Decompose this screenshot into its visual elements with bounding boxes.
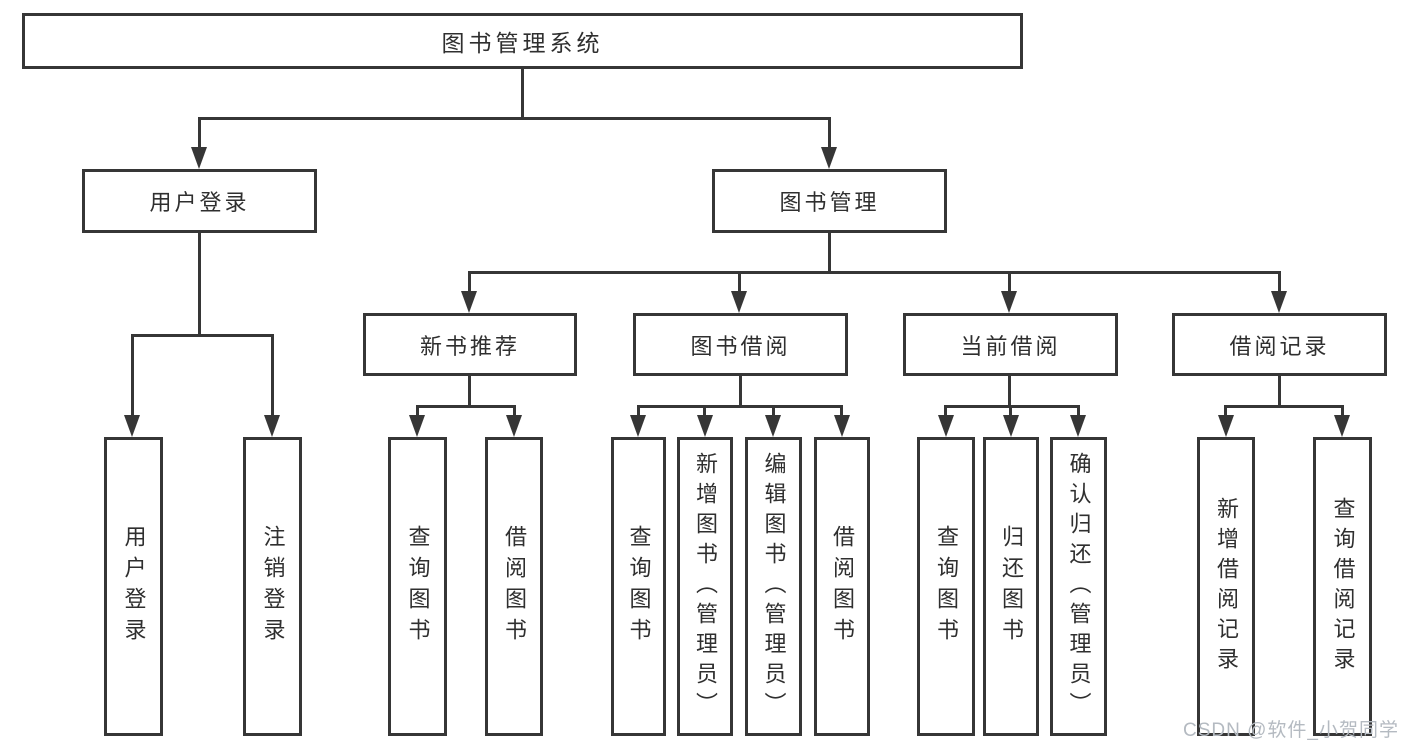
connector-current-borrow-branch — [944, 405, 1080, 408]
csdn-watermark: CSDN @软件_小贺同学 — [1183, 720, 1399, 741]
leaf-edit-books-admin: 编辑图书（管理员） — [745, 437, 802, 736]
arrowhead-bb-query — [630, 415, 646, 437]
connector-drop-bb-query — [637, 405, 640, 417]
connector-book-borrow-stub — [739, 376, 742, 407]
connector-drop-current-borrow — [1008, 271, 1011, 293]
node-borrow-records: 借阅记录 — [1172, 313, 1387, 376]
connector-drop-nb-query — [416, 405, 419, 417]
arrowhead-book-borrow — [731, 291, 747, 313]
connector-drop-cb-query — [944, 405, 947, 417]
connector-drop-bb-edit — [772, 405, 775, 417]
arrowhead-br-add — [1218, 415, 1234, 437]
connector-new-book-branch — [416, 405, 516, 408]
node-user-login: 用户登录 — [82, 169, 317, 233]
arrowhead-new-book — [461, 291, 477, 313]
leaf-query-books-current: 查询图书 — [917, 437, 975, 736]
connector-drop-nb-borrow — [513, 405, 516, 417]
connector-drop-borrow-records — [1278, 271, 1281, 293]
connector-drop-book-mgmt — [828, 117, 831, 149]
arrowhead-bb-edit — [765, 415, 781, 437]
arrowhead-user-login — [191, 147, 207, 169]
arrowhead-cb-confirm — [1070, 415, 1086, 437]
leaf-user-login-label: 用户登录 — [121, 524, 147, 649]
arrowhead-cb-query — [938, 415, 954, 437]
connector-drop-bb-borrow — [840, 405, 843, 417]
leaf-add-books-admin-label: 新增图书（管理员） — [693, 451, 718, 722]
leaf-query-borrow-record: 查询借阅记录 — [1313, 437, 1372, 736]
connector-drop-book-borrow — [738, 271, 741, 293]
node-root-library-system: 图书管理系统 — [22, 13, 1023, 69]
arrowhead-cb-return — [1003, 415, 1019, 437]
leaf-query-books-recommend: 查询图书 — [388, 437, 447, 736]
leaf-logout-label: 注销登录 — [260, 524, 286, 649]
leaf-query-books-recommend-label: 查询图书 — [405, 524, 431, 649]
connector-drop-leaf-login — [131, 334, 134, 416]
connector-drop-user-login — [198, 117, 201, 149]
connector-borrow-records-stub — [1278, 376, 1281, 407]
connector-book-borrow-branch — [637, 405, 843, 408]
connector-drop-cb-return — [1009, 405, 1012, 417]
connector-user-login-stub — [198, 233, 201, 336]
connector-borrow-records-branch — [1224, 405, 1344, 408]
connector-new-book-stub — [468, 376, 471, 407]
leaf-user-login: 用户登录 — [104, 437, 163, 736]
arrowhead-bb-borrow — [834, 415, 850, 437]
leaf-borrow-books: 借阅图书 — [814, 437, 870, 736]
node-book-management: 图书管理 — [712, 169, 947, 233]
connector-user-login-branch — [131, 334, 274, 337]
node-new-book-recommend: 新书推荐 — [363, 313, 577, 376]
node-book-borrowing: 图书借阅 — [633, 313, 848, 376]
connector-drop-bb-add — [703, 405, 706, 417]
connector-drop-leaf-logout — [271, 334, 274, 416]
connector-current-borrow-stub — [1008, 376, 1011, 407]
connector-drop-br-query — [1341, 405, 1344, 417]
arrowhead-book-mgmt — [821, 147, 837, 169]
leaf-borrow-books-recommend-label: 借阅图书 — [502, 524, 527, 649]
arrowhead-current-borrow — [1001, 291, 1017, 313]
leaf-return-books-label: 归还图书 — [999, 524, 1024, 649]
arrowhead-borrow-records — [1271, 291, 1287, 313]
leaf-edit-books-admin-label: 编辑图书（管理员） — [761, 451, 787, 722]
connector-drop-new-book — [468, 271, 471, 293]
leaf-query-books-current-label: 查询图书 — [934, 524, 959, 649]
arrowhead-leaf-login — [124, 415, 140, 437]
connector-book-mgmt-stub — [828, 233, 831, 273]
connector-root-stub — [521, 69, 524, 118]
connector-drop-cb-confirm — [1077, 405, 1080, 417]
leaf-return-books: 归还图书 — [983, 437, 1039, 736]
leaf-query-books-borrowing: 查询图书 — [611, 437, 666, 736]
leaf-add-borrow-record-label: 新增借阅记录 — [1214, 496, 1239, 677]
connector-drop-br-add — [1224, 405, 1227, 417]
leaf-borrow-books-recommend: 借阅图书 — [485, 437, 543, 736]
leaf-logout: 注销登录 — [243, 437, 302, 736]
arrowhead-leaf-logout — [264, 415, 280, 437]
leaf-confirm-return-admin-label: 确认归还（管理员） — [1066, 451, 1092, 722]
arrowhead-bb-add — [697, 415, 713, 437]
leaf-confirm-return-admin: 确认归还（管理员） — [1050, 437, 1107, 736]
leaf-query-borrow-record-label: 查询借阅记录 — [1330, 496, 1356, 677]
arrowhead-nb-borrow — [506, 415, 522, 437]
leaf-query-books-borrowing-label: 查询图书 — [626, 524, 652, 649]
node-current-borrowing: 当前借阅 — [903, 313, 1118, 376]
leaf-borrow-books-label: 借阅图书 — [830, 524, 855, 649]
arrowhead-br-query — [1334, 415, 1350, 437]
arrowhead-nb-query — [409, 415, 425, 437]
connector-level3-branch — [468, 271, 1281, 274]
leaf-add-books-admin: 新增图书（管理员） — [677, 437, 733, 736]
leaf-add-borrow-record: 新增借阅记录 — [1197, 437, 1255, 736]
connector-level2-branch — [198, 117, 831, 120]
